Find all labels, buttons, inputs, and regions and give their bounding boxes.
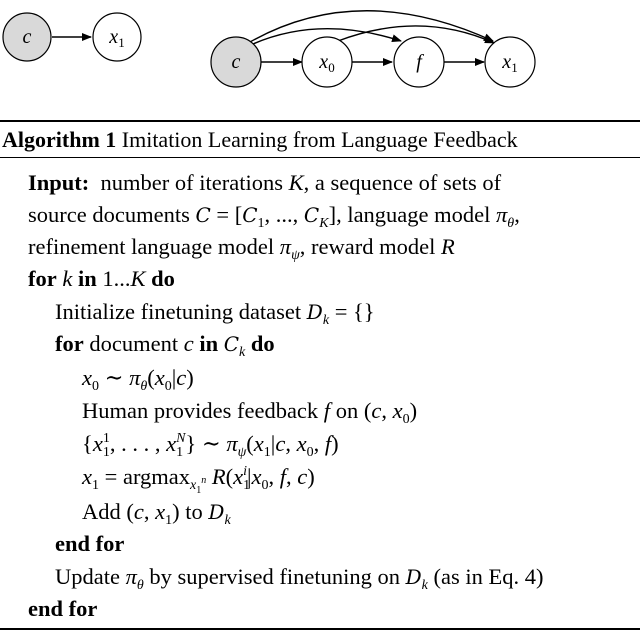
alg-line-refinements: {x11, . . . , x1N} ∼ πψ(x1|c, x0, f) bbox=[82, 431, 339, 460]
alg-line-init: Initialize finetuning dataset Dk = {} bbox=[55, 299, 375, 328]
graphical-models: c x1 c x0 f x1 bbox=[2, 10, 536, 88]
node-x1-label: x1 bbox=[108, 26, 124, 50]
node-c-label: c bbox=[23, 26, 32, 48]
node-x1 bbox=[484, 36, 536, 88]
alg-line-end-for-outer: end for bbox=[28, 596, 98, 621]
alg-line-feedback: Human provides feedback f on (c, x0) bbox=[82, 398, 418, 427]
node-x1 bbox=[92, 12, 142, 62]
algorithm-top-rule bbox=[0, 120, 640, 122]
edge-c-x1 bbox=[249, 10, 494, 43]
alg-line-update: Update πθ by supervised finetuning on Dk… bbox=[55, 564, 544, 593]
node-x0 bbox=[301, 36, 353, 88]
graph-large: c x0 f x1 bbox=[210, 10, 536, 88]
node-f bbox=[393, 36, 445, 88]
graph-small: c x1 bbox=[2, 12, 142, 62]
alg-line-end-for-inner: end for bbox=[55, 531, 125, 556]
alg-line-input: Input: number of iterations K, a sequenc… bbox=[28, 170, 502, 195]
alg-line-for-doc: for document c in Ck do bbox=[55, 331, 275, 360]
node-c bbox=[210, 36, 262, 88]
edge-c-f bbox=[252, 28, 402, 45]
node-x0-label: x0 bbox=[318, 51, 334, 75]
alg-line-input-3: refinement language model πψ, reward mod… bbox=[28, 234, 455, 263]
alg-line-input-2: source documents C = [C1, ..., CK], lang… bbox=[28, 202, 520, 231]
node-x1-label: x1 bbox=[501, 51, 517, 75]
node-c-label: c bbox=[232, 51, 241, 73]
algorithm-number: Algorithm 1 bbox=[2, 127, 117, 152]
node-c bbox=[2, 12, 52, 62]
algorithm-header-rule bbox=[0, 157, 640, 158]
alg-line-argmax: x1 = argmaxx1n R(x1i|x0, f, c) bbox=[82, 464, 315, 496]
alg-line-for-k: for k in 1...K do bbox=[28, 266, 175, 291]
node-f-label: f bbox=[416, 51, 424, 73]
alg-line-add: Add (c, x1) to Dk bbox=[82, 499, 231, 528]
algorithm-title: Imitation Learning from Language Feedbac… bbox=[121, 127, 518, 152]
alg-line-sample-x0: x0 ∼ πθ(x0|c) bbox=[82, 365, 194, 394]
edge-x0-x1 bbox=[337, 25, 495, 44]
algorithm-caption: Algorithm 1 Imitation Learning from Lang… bbox=[2, 125, 640, 155]
algorithm-bottom-rule bbox=[0, 628, 640, 630]
